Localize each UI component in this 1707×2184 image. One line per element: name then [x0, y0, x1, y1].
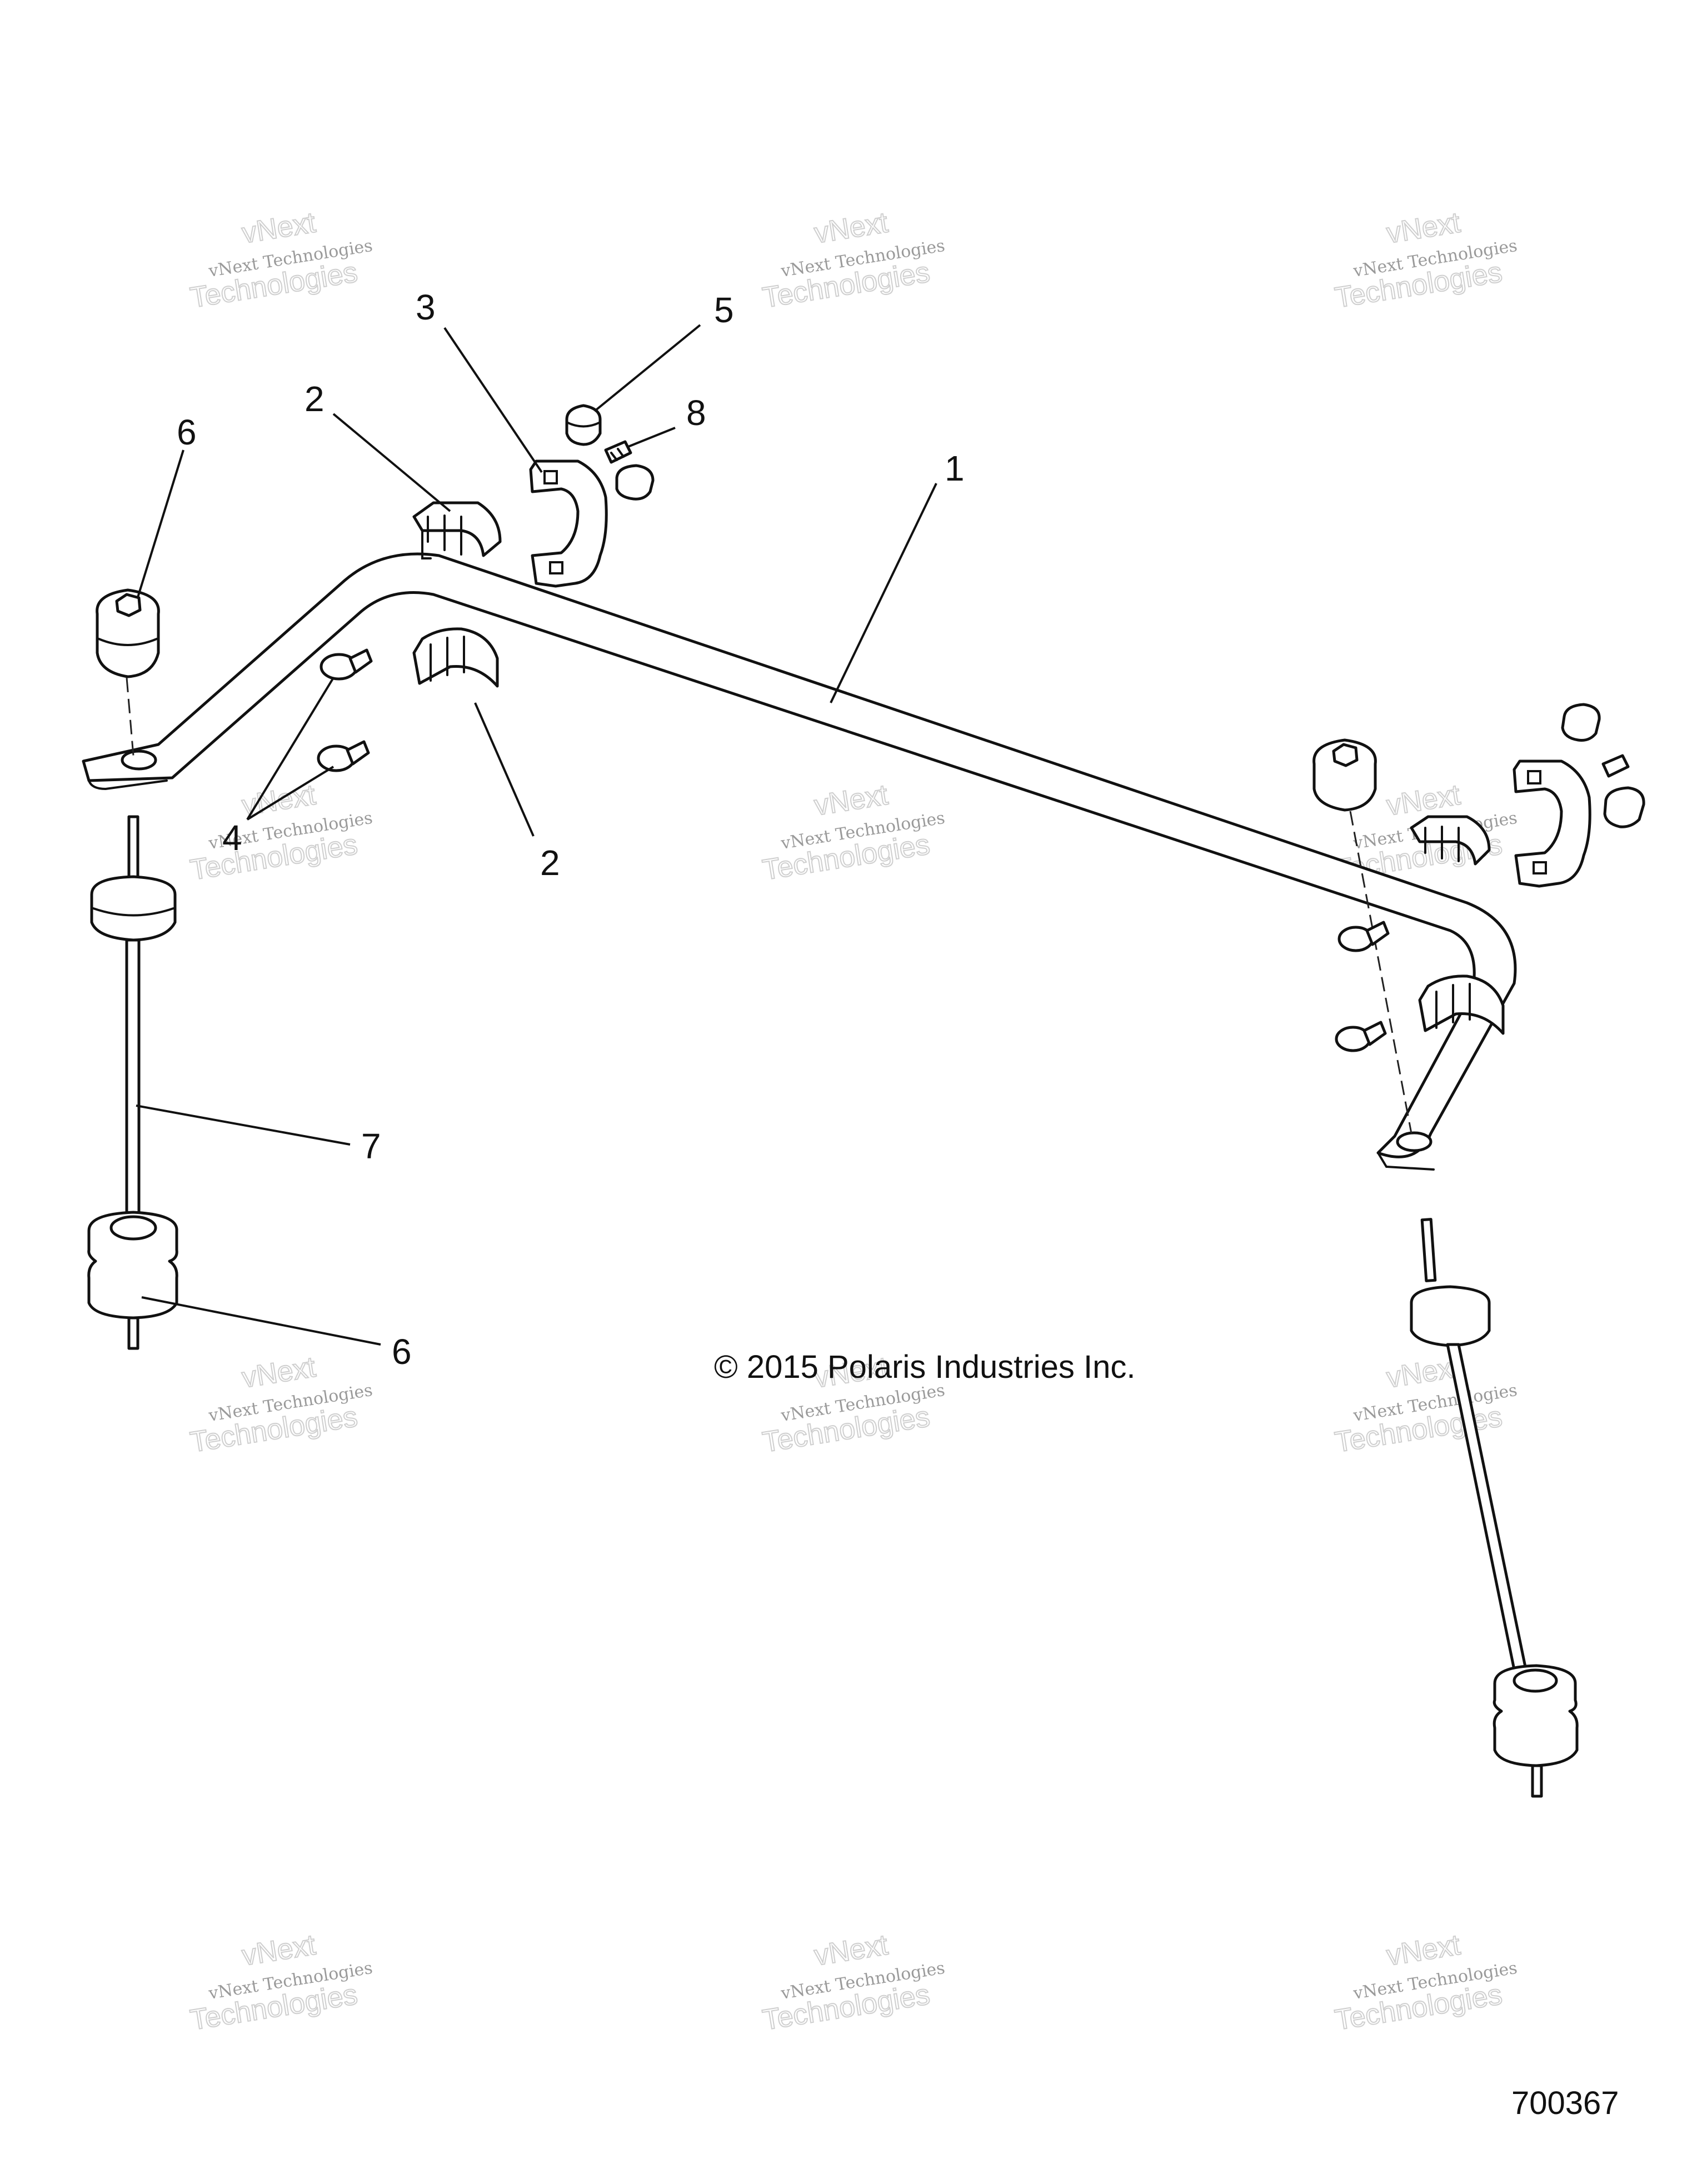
svg-text:vNext: vNext: [239, 206, 318, 249]
leader-lines: [136, 324, 937, 1346]
copyright-notice: © 2015 Polaris Industries Inc.: [714, 1349, 1135, 1385]
leader-4a: [246, 677, 335, 821]
svg-text:vNext: vNext: [812, 778, 890, 822]
callout-3: 3: [416, 287, 436, 327]
bracket: [529, 459, 608, 588]
leader-5: [593, 324, 701, 412]
right-bolt-upper: [1337, 921, 1390, 952]
callout-2-bottom: 2: [540, 843, 560, 883]
watermark: vNext vNext Technologies Technologies: [1332, 206, 1518, 314]
watermark: vNext vNext Technologies Technologies: [1332, 1350, 1518, 1459]
watermark: vNext vNext Technologies Technologies: [187, 206, 373, 314]
right-end-link: [1410, 1218, 1579, 1798]
watermark: vNext vNext Technologies Technologies: [1332, 1928, 1518, 2037]
flange-nut: [565, 404, 602, 446]
svg-text:vNext: vNext: [239, 1928, 318, 1972]
right-upper-bushing: [1410, 815, 1491, 866]
right-flange-nut: [1561, 703, 1601, 742]
right-lower-bushing: [1418, 974, 1505, 1035]
left-upper-grommet: [96, 588, 160, 756]
lower-bushing: [412, 627, 499, 688]
callout-labels: 1 2 2 3 4 5 6 6 7 8: [177, 287, 965, 1372]
right-bracket: [1513, 759, 1591, 888]
svg-text:vNext: vNext: [1384, 206, 1463, 249]
callout-4: 4: [222, 818, 242, 858]
watermark: vNext vNext Technologies Technologies: [760, 206, 946, 314]
svg-text:vNext: vNext: [1384, 1928, 1463, 1972]
svg-text:vNext: vNext: [812, 1928, 890, 1972]
stabilizer-bar: [82, 552, 1517, 1171]
watermark: vNext vNext Technologies Technologies: [760, 778, 946, 887]
watermark: vNext vNext Technologies Technologies: [187, 778, 373, 887]
callout-5: 5: [714, 290, 734, 330]
right-grease-fitting: [1601, 754, 1630, 778]
callout-8: 8: [686, 393, 706, 433]
grease-fitting: [604, 440, 632, 464]
watermark-grid: vNext vNext Technologies Technologies vN…: [187, 206, 1518, 2037]
svg-text:vNext: vNext: [239, 1351, 318, 1394]
callout-7: 7: [361, 1126, 381, 1166]
leader-6-top: [137, 449, 184, 598]
watermark: vNext vNext Technologies Technologies: [187, 1928, 373, 2037]
leader-8: [626, 427, 676, 448]
right-upper-grommet: [1312, 738, 1412, 1134]
leader-2-top: [332, 413, 451, 512]
right-bolt-lower: [1335, 1021, 1387, 1052]
callout-6-top: 6: [177, 412, 197, 452]
leader-1: [830, 483, 937, 703]
watermark: vNext vNext Technologies Technologies: [760, 1928, 946, 2037]
leader-7: [136, 1105, 351, 1146]
leader-4b: [246, 766, 335, 821]
upper-bushing: [412, 501, 502, 559]
right-flange-nut-2: [1603, 786, 1645, 828]
watermark: vNext vNext Technologies Technologies: [187, 1350, 373, 1459]
bolt-upper: [320, 648, 373, 681]
bolt-lower: [317, 740, 370, 772]
callout-2-top: 2: [305, 379, 325, 419]
flange-nut-2: [615, 464, 655, 501]
callout-6-bottom: 6: [392, 1332, 412, 1372]
svg-text:vNext: vNext: [812, 206, 890, 249]
callout-1: 1: [945, 448, 965, 488]
drawing-number: 700367: [1511, 2085, 1619, 2121]
leader-3: [443, 327, 543, 473]
leader-6-bottom: [141, 1296, 381, 1346]
left-end-link: [87, 815, 178, 1350]
leader-2-bottom: [474, 702, 535, 837]
